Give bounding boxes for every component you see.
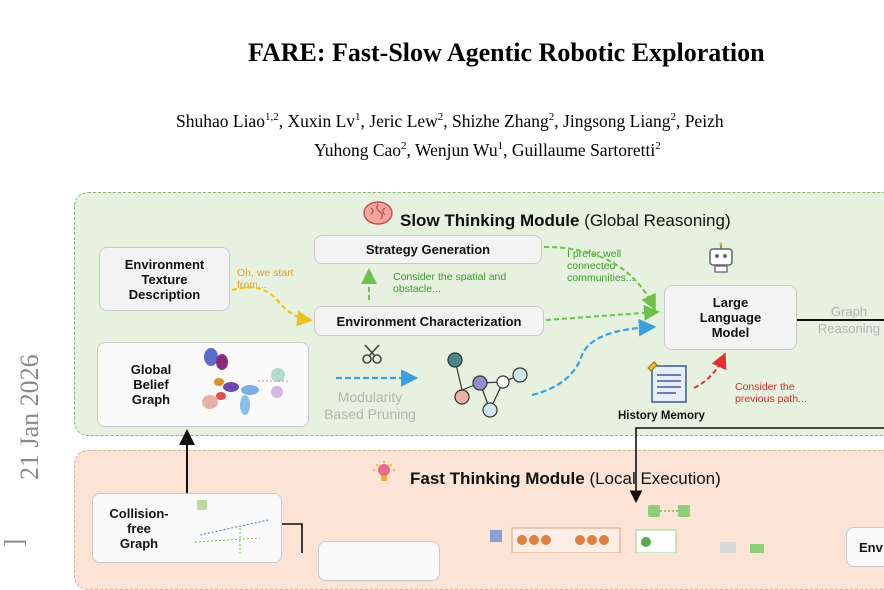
pruned-graph-illustration xyxy=(447,352,528,418)
note-consider-spatial: Consider the spatial and obstacle... xyxy=(393,271,507,295)
paper-title: FARE: Fast-Slow Agentic Robotic Explorat… xyxy=(248,38,765,67)
line-collision-right xyxy=(282,523,303,553)
fast-module-title-bold: Fast Thinking Module xyxy=(410,469,585,488)
arrow-strategy-to-llm xyxy=(543,246,656,311)
arrow-pruned-to-llm xyxy=(531,318,657,397)
collision-free-graph-label: Collision-free Graph xyxy=(109,505,169,551)
env-texture-label: Environment Texture Description xyxy=(124,256,205,302)
graph-reasoning-label: Graph Reasoning xyxy=(817,304,881,336)
collision-graph-illustration xyxy=(194,500,269,553)
slow-module-title-rest: (Global Reasoning) xyxy=(579,211,731,230)
strategy-generation-box: Strategy Generation xyxy=(314,235,542,264)
fast-module-title: Fast Thinking Module (Local Execution) xyxy=(372,460,721,489)
env-texture-box: Environment Texture Description xyxy=(99,247,230,311)
slow-module-title: Slow Thinking Module (Global Reasoning) xyxy=(362,200,731,231)
modularity-pruning-label: Modularity Based Pruning xyxy=(324,389,416,422)
global-belief-graph-label: Global Belief Graph xyxy=(130,362,172,407)
collision-free-graph-box: Collision-free Graph xyxy=(92,493,282,563)
figure-graphics xyxy=(179,242,884,553)
fast-right-partial-label: Env xyxy=(859,539,883,555)
arrow-texture-to-characterization xyxy=(231,286,313,327)
robot-icon xyxy=(709,242,733,273)
fast-module-network-illustration xyxy=(490,505,764,553)
env-characterization-box: Environment Characterization xyxy=(314,306,544,336)
scissors-icon xyxy=(362,344,382,364)
authors-line-2: Yuhong Cao2, Wenjun Wu1, Guillaume Sarto… xyxy=(314,139,661,160)
line-llm-to-fast xyxy=(629,427,884,504)
brain-icon xyxy=(362,200,400,231)
strategy-generation-label: Strategy Generation xyxy=(365,242,491,257)
arrow-history-to-llm xyxy=(693,352,727,389)
llm-box: Large Language Model xyxy=(664,285,797,350)
env-characterization-label: Environment Characterization xyxy=(336,313,522,329)
note-prefer-communities: I prefer well connected communities... xyxy=(567,248,635,284)
history-document-icon xyxy=(647,361,687,403)
global-belief-graph-box: Global Belief Graph xyxy=(97,342,309,427)
author-list: Shuhao Liao1,2, Xuxin Lv1, Jeric Lew2, S… xyxy=(176,105,724,163)
slow-module-title-bold: Slow Thinking Module xyxy=(400,211,580,230)
llm-label: Large Language Model xyxy=(699,295,762,340)
fast-module-title-rest: (Local Execution) xyxy=(584,469,721,488)
belief-graph-illustration xyxy=(202,348,290,415)
history-memory-label: History Memory xyxy=(618,410,705,422)
authors-line-1: Shuhao Liao1,2, Xuxin Lv1, Jeric Lew2, S… xyxy=(176,110,724,131)
arrow-characterization-to-llm xyxy=(545,304,660,321)
lightbulb-brain-icon xyxy=(372,460,410,489)
note-previous-path: Consider the previous path... xyxy=(735,381,807,405)
